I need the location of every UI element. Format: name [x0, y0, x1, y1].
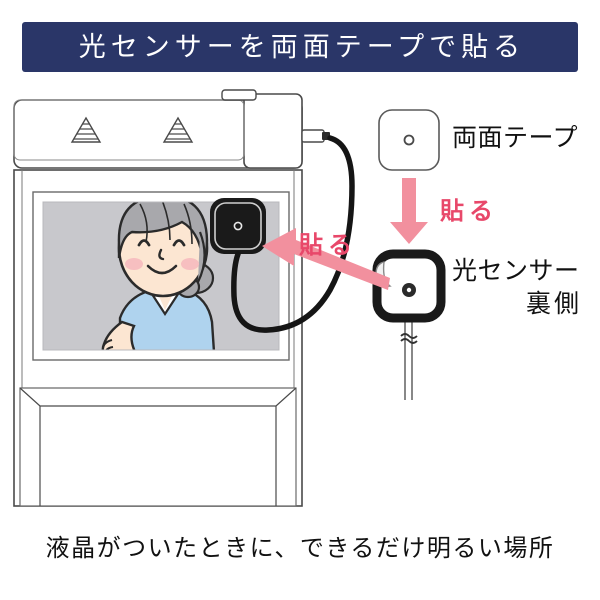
sensor-cable	[231, 135, 355, 333]
cable-break-mark	[400, 333, 418, 339]
paste-label-horizontal: 貼る	[299, 231, 357, 259]
title-banner: 光センサーを両面テープで貼る	[22, 22, 578, 72]
sensor-lens-icon	[233, 221, 243, 231]
sensor-back-side[interactable]	[372, 249, 446, 400]
sensor-to-screen-arrow	[262, 228, 390, 290]
sensor-label-line1: 光センサー	[452, 256, 580, 285]
title-banner-text: 光センサーを両面テープで貼る	[78, 31, 526, 63]
device-body	[13, 89, 330, 507]
instruction-illustration	[13, 89, 446, 507]
screen-inner-border	[42, 201, 280, 351]
sensor-label-line2: 裏側	[525, 289, 582, 318]
double-sided-tape-piece[interactable]	[378, 109, 440, 171]
tape-to-sensor-arrow	[390, 178, 428, 244]
cable-connector-stub	[301, 129, 325, 143]
tape-label: 両面テープ	[452, 123, 579, 152]
bottom-caption: 液晶がついたときに、できるだけ明るい場所	[45, 534, 555, 562]
sensor-on-screen[interactable]	[210, 198, 266, 254]
tape-hole-icon	[403, 134, 415, 146]
elderly-woman-illustration	[101, 202, 216, 350]
device-base-panel	[19, 387, 297, 507]
device-top-tab	[221, 89, 257, 101]
sensor-lens-frame	[214, 202, 262, 250]
paste-label-vertical: 貼る	[440, 197, 498, 225]
